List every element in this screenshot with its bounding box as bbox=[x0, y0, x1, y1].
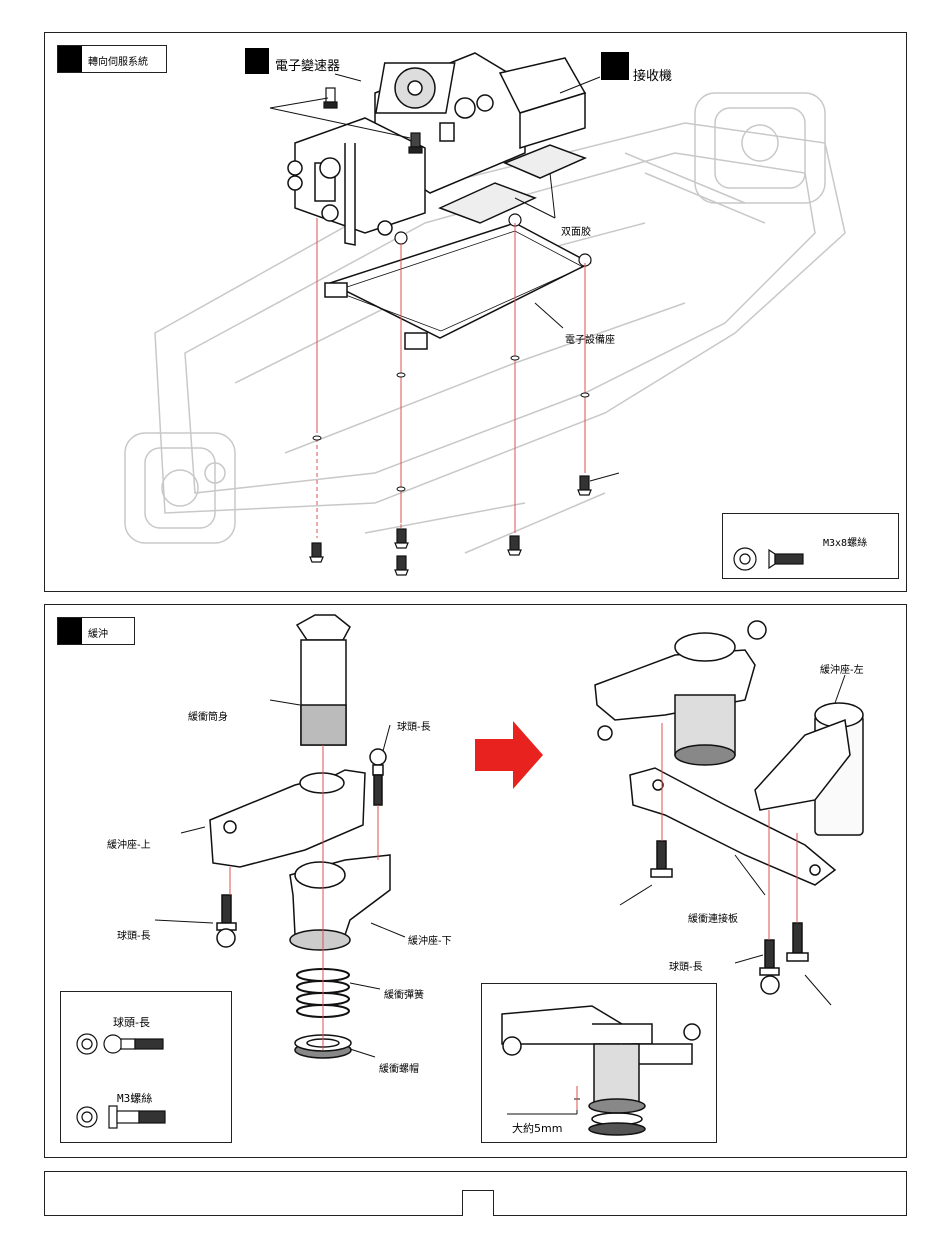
esc-label: 電子變速器 bbox=[275, 55, 340, 74]
receiver-label: 接收機 bbox=[633, 65, 672, 84]
ball-stud-right-label: 球頭-長 bbox=[669, 958, 703, 973]
parts-legend: 球頭-長 M3螺絲 bbox=[60, 991, 232, 1143]
shock-body-label: 緩衝筒身 bbox=[188, 708, 228, 723]
countersunk-screw-icon bbox=[769, 550, 803, 568]
upper-holder-label: 緩沖座-上 bbox=[107, 836, 151, 851]
washer-icon bbox=[77, 1034, 97, 1127]
lower-holder-label: 緩沖座-下 bbox=[408, 932, 452, 947]
arrow-right-icon bbox=[475, 721, 543, 789]
washer-icon bbox=[734, 548, 756, 570]
receiver-label-marker bbox=[601, 52, 629, 80]
footer-bar bbox=[44, 1171, 907, 1216]
page-number bbox=[463, 1191, 493, 1197]
m3-screw-icon bbox=[109, 1106, 165, 1128]
ball-stud-icon bbox=[104, 1035, 163, 1053]
screw-legend-label: M3x8螺絲 bbox=[823, 534, 867, 549]
steering-servo-panel: 轉向伺服系統 bbox=[44, 32, 907, 592]
left-holder-label: 緩沖座-左 bbox=[820, 661, 864, 676]
link-plate-label: 緩衝連接板 bbox=[688, 910, 738, 925]
esc-label-marker bbox=[245, 48, 269, 74]
inset-measure-label: 大約5mm bbox=[512, 1120, 562, 1136]
shock-panel: 緩沖 bbox=[44, 604, 907, 1158]
tape-label: 双面胶 bbox=[561, 223, 591, 238]
nut-label: 緩衝螺帽 bbox=[379, 1060, 419, 1075]
inset-detail: 大約5mm bbox=[481, 983, 717, 1143]
ball-stud-left-label: 球頭-長 bbox=[117, 927, 151, 942]
spring-label: 緩衝彈簧 bbox=[384, 986, 424, 1001]
mount-label: 電子設備座 bbox=[565, 331, 615, 346]
ball-stud-top-label: 球頭-長 bbox=[397, 718, 431, 733]
chassis-illustration bbox=[45, 33, 906, 591]
screw-legend: M3x8螺絲 bbox=[722, 513, 899, 579]
page-number-tab bbox=[462, 1190, 494, 1216]
